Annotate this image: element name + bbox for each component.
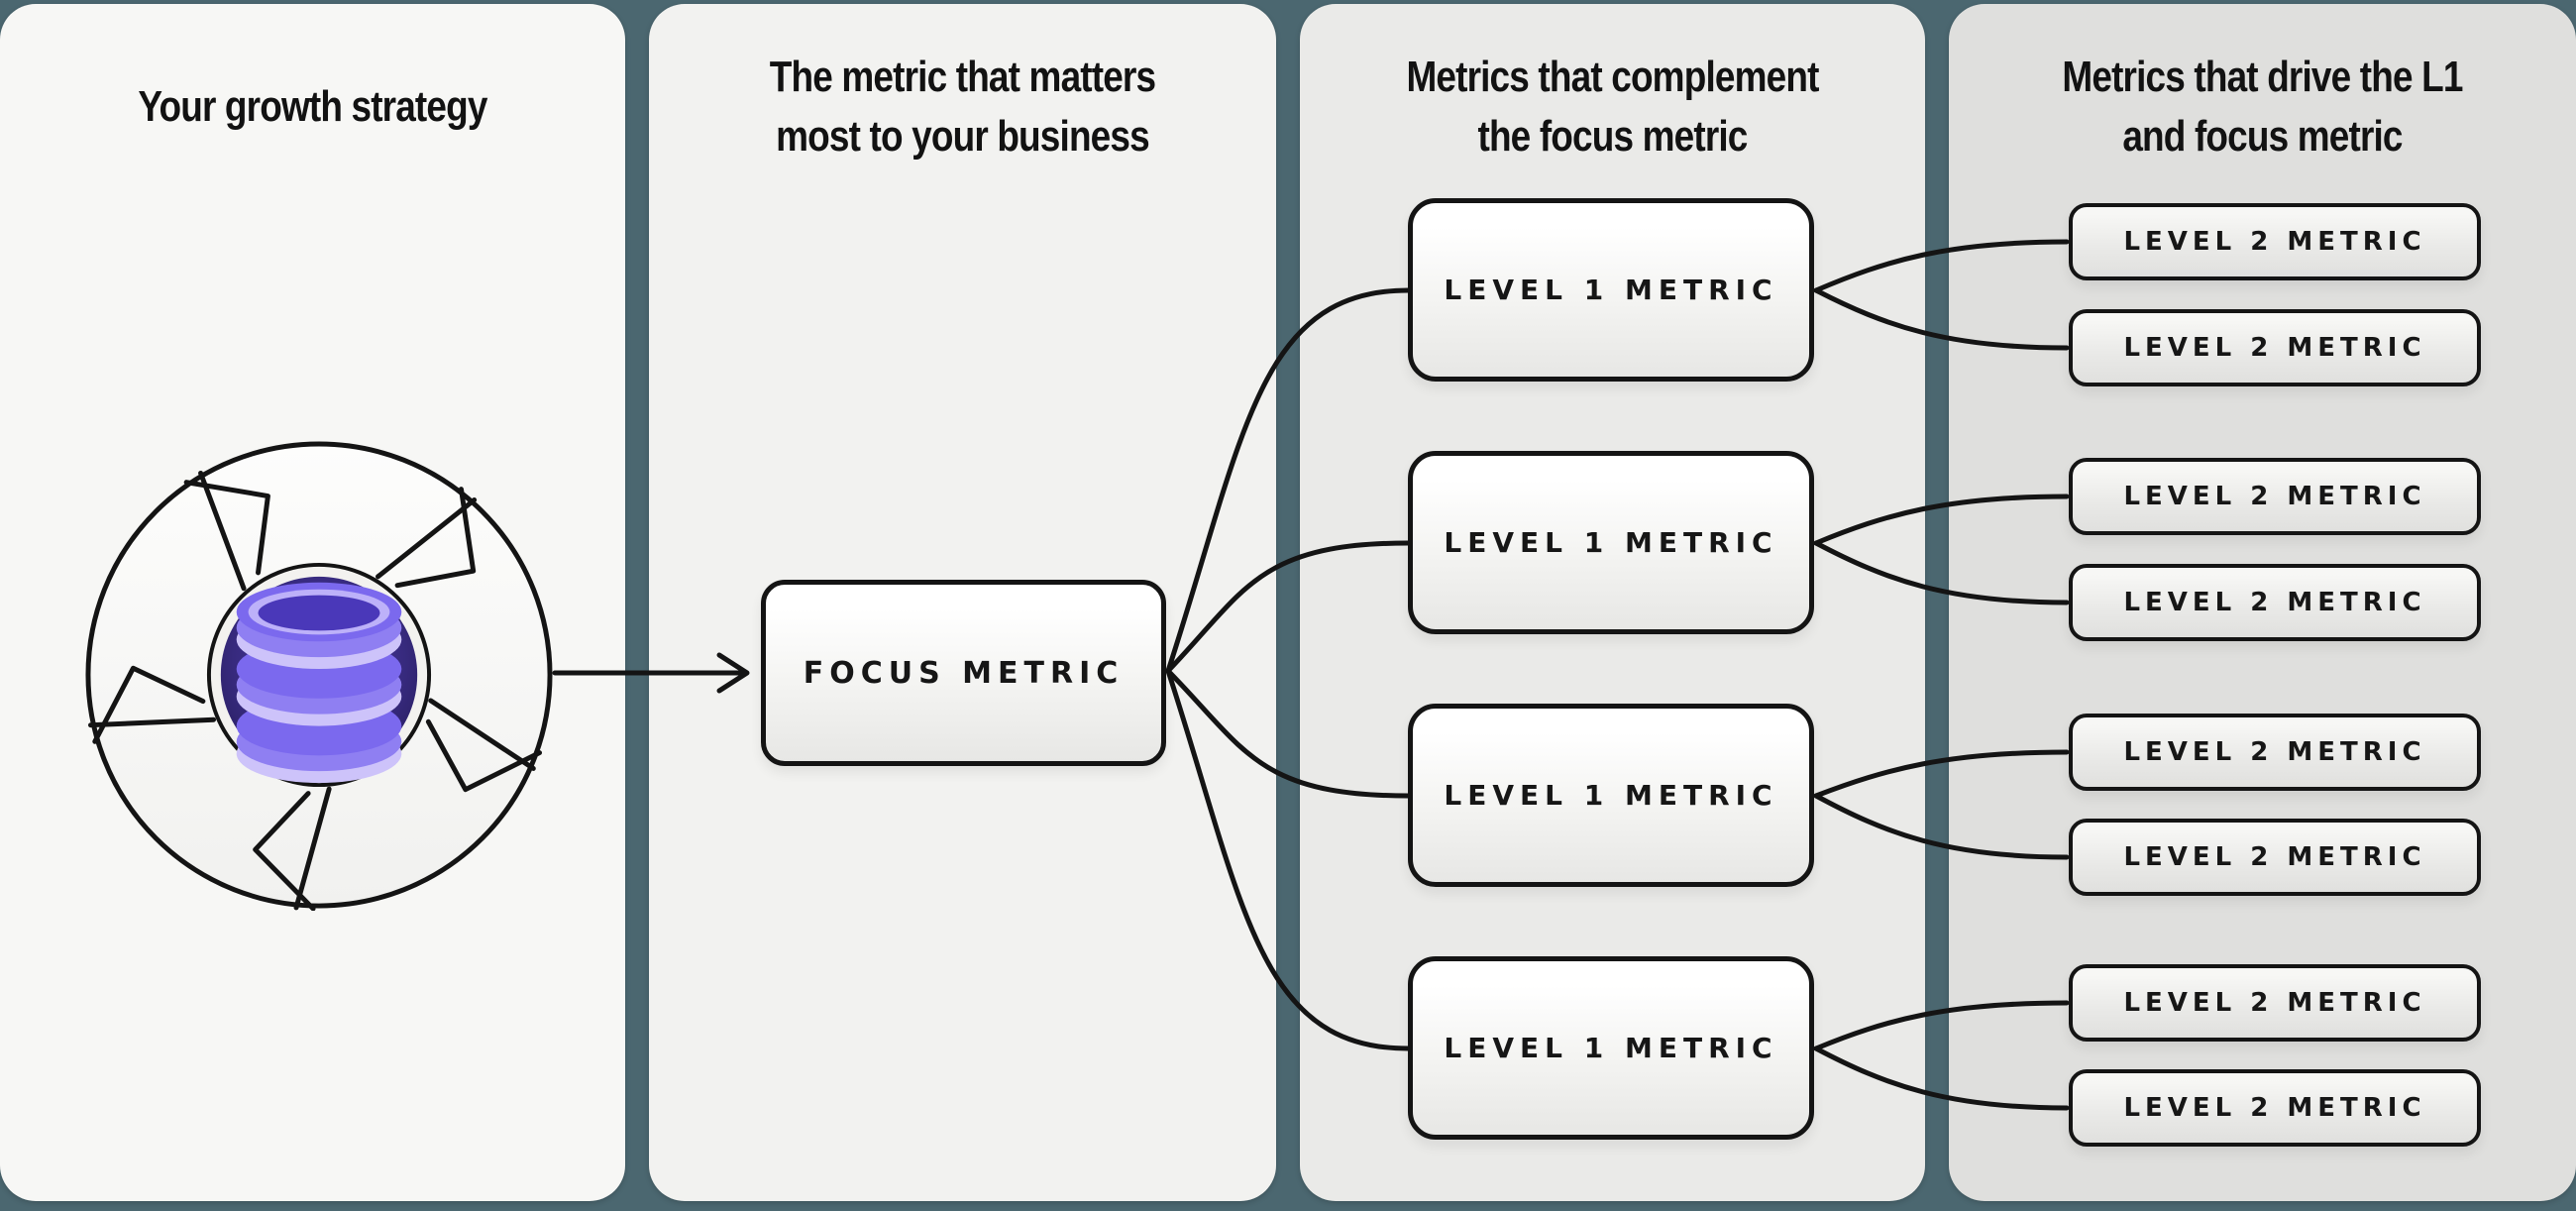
connector-l1-4-l2-7 xyxy=(1813,1000,2070,1051)
level2-metric-box: LEVEL 2 METRIC xyxy=(2069,564,2481,641)
panel-title-line: and focus metric xyxy=(2122,112,2403,161)
connector-focus-l1-1 xyxy=(1165,287,1411,674)
panel-title: Metrics that complement the focus metric xyxy=(1349,38,1875,176)
panel-focus-metric: The metric that matters most to your bus… xyxy=(649,4,1276,1201)
connector-focus-l1-3 xyxy=(1165,668,1411,799)
panel-title: Your growth strategy xyxy=(50,38,575,176)
connector-l1-4-l2-8 xyxy=(1813,1046,2070,1111)
level1-metric-box: LEVEL 1 METRIC xyxy=(1408,704,1814,887)
connector-l1-1-l2-1 xyxy=(1813,239,2070,293)
panel-title-line: Metrics that drive the L1 xyxy=(2062,53,2463,101)
connector-focus-l1-2 xyxy=(1165,540,1411,674)
connector-focus-l1-4 xyxy=(1165,668,1411,1051)
level2-metric-box: LEVEL 2 METRIC xyxy=(2069,819,2481,896)
arrowhead-icon xyxy=(716,652,750,694)
level2-metric-box: LEVEL 2 METRIC xyxy=(2069,203,2481,280)
level1-metric-label: LEVEL 1 METRIC xyxy=(1444,1032,1778,1064)
level2-metric-box: LEVEL 2 METRIC xyxy=(2069,458,2481,535)
level1-metric-label: LEVEL 1 METRIC xyxy=(1444,526,1778,559)
focus-metric-box: FOCUS METRIC xyxy=(761,580,1166,766)
level2-metric-label: LEVEL 2 METRIC xyxy=(2123,227,2426,257)
level2-metric-label: LEVEL 2 METRIC xyxy=(2123,1093,2426,1123)
connector-l1-3-l2-5 xyxy=(1813,749,2070,799)
level2-metric-label: LEVEL 2 METRIC xyxy=(2123,482,2426,511)
level1-metric-box: LEVEL 1 METRIC xyxy=(1408,451,1814,634)
database-icon xyxy=(236,582,402,784)
level2-metric-label: LEVEL 2 METRIC xyxy=(2123,842,2426,872)
panel-title-line: the focus metric xyxy=(1477,112,1748,161)
panel-title-line: Metrics that complement xyxy=(1406,53,1819,101)
data-flywheel-database-icon xyxy=(85,441,553,911)
connector-l1-1-l2-2 xyxy=(1813,287,2070,351)
panel-title: Metrics that drive the L1 and focus metr… xyxy=(1999,38,2526,176)
connector-l1-2-l2-3 xyxy=(1813,494,2070,546)
flywheel-blades xyxy=(88,470,543,911)
level2-metric-box: LEVEL 2 METRIC xyxy=(2069,309,2481,386)
connector-l1-2-l2-4 xyxy=(1813,540,2070,606)
level2-metric-label: LEVEL 2 METRIC xyxy=(2123,737,2426,767)
level2-metric-label: LEVEL 2 METRIC xyxy=(2123,988,2426,1018)
level2-metric-box: LEVEL 2 METRIC xyxy=(2069,1069,2481,1147)
level1-metric-box: LEVEL 1 METRIC xyxy=(1408,956,1814,1140)
level2-metric-box: LEVEL 2 METRIC xyxy=(2069,964,2481,1042)
connector-l1-3-l2-6 xyxy=(1813,793,2070,860)
panel-title-line: Your growth strategy xyxy=(138,82,487,131)
panel-title-line: most to your business xyxy=(776,112,1150,161)
focus-metric-label: FOCUS METRIC xyxy=(803,655,1125,691)
level2-metric-label: LEVEL 2 METRIC xyxy=(2123,588,2426,617)
level2-metric-label: LEVEL 2 METRIC xyxy=(2123,333,2426,363)
panel-title-line: The metric that matters xyxy=(769,53,1156,101)
level1-metric-label: LEVEL 1 METRIC xyxy=(1444,274,1778,306)
level2-metric-box: LEVEL 2 METRIC xyxy=(2069,714,2481,791)
level1-metric-box: LEVEL 1 METRIC xyxy=(1408,198,1814,382)
panel-title: The metric that matters most to your bus… xyxy=(699,38,1227,176)
level1-metric-label: LEVEL 1 METRIC xyxy=(1444,779,1778,812)
